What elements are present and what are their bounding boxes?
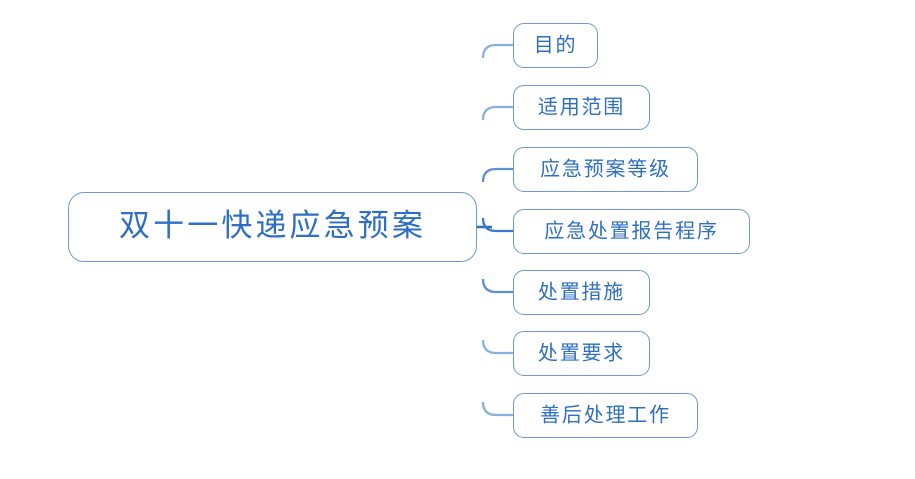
child-node-label: 善后处理工作 xyxy=(540,402,671,427)
child-node-label: 应急预案等级 xyxy=(540,156,671,181)
mindmap-root-node[interactable]: 双十一快递应急预案 xyxy=(68,192,477,262)
child-node-label: 适用范围 xyxy=(537,94,626,119)
mindmap-child-node-2[interactable]: 适用范围 xyxy=(513,84,650,130)
root-node-label: 双十一快递应急预案 xyxy=(119,207,426,244)
mindmap-child-node-6[interactable]: 处置要求 xyxy=(513,330,650,376)
child-node-label: 处置要求 xyxy=(537,340,626,365)
mindmap-child-node-4[interactable]: 应急处置报告程序 xyxy=(513,208,750,254)
branch-connector-3 xyxy=(481,167,513,183)
child-node-label: 目的 xyxy=(533,32,578,57)
branch-connector-7 xyxy=(481,401,513,417)
mindmap-child-node-3[interactable]: 应急预案等级 xyxy=(513,146,698,192)
mindmap-child-node-5[interactable]: 处置措施 xyxy=(513,269,650,315)
child-node-label: 处置措施 xyxy=(537,279,626,304)
branch-connector-6 xyxy=(481,339,513,355)
mindmap-child-node-1[interactable]: 目的 xyxy=(513,22,598,68)
branch-connector-1 xyxy=(481,43,513,59)
branch-connector-5 xyxy=(481,278,513,294)
branch-connector-4 xyxy=(481,217,513,233)
branch-connector-2 xyxy=(481,105,513,121)
mindmap-child-node-7[interactable]: 善后处理工作 xyxy=(513,392,698,438)
child-node-label: 应急处置报告程序 xyxy=(544,218,719,243)
